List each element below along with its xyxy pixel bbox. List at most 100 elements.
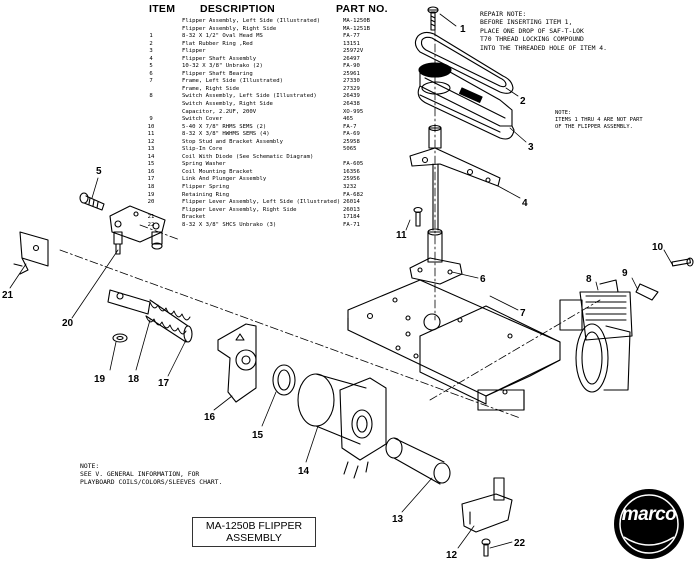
part-item-number: 12 — [147, 138, 155, 145]
screw-item-1 — [427, 6, 439, 31]
part-description: Flipper Spring — [182, 184, 230, 191]
part-description: Spring Washer — [182, 161, 226, 168]
flipper-lever-item-20 — [109, 205, 166, 255]
part-description: Flipper Assembly, Right Side — [182, 25, 277, 32]
parts-row: 10 5-40 X 7/8" RHMS SEMS (2) FA-7 — [140, 124, 390, 132]
part-description: Flipper Assembly, Left Side (Illustrated… — [182, 18, 321, 24]
part-number: 465 — [343, 116, 354, 123]
part-number: 16356 — [343, 168, 360, 175]
header-description: DESCRIPTION — [200, 3, 276, 15]
part-item-number: 7 — [149, 78, 153, 85]
parts-row: 14 Coil With Diode (See Schematic Diagram… — [140, 154, 390, 162]
callout-16: 16 — [204, 412, 216, 423]
part-item-number: 14 — [147, 153, 155, 160]
part-item-number: 20 — [147, 199, 155, 206]
spring-item-18 — [145, 301, 191, 335]
part-description: Coil Mounting Bracket — [182, 168, 253, 175]
screw-item-11 — [413, 206, 423, 227]
flipper-shaft-item-4 — [409, 124, 501, 231]
parts-row: Flipper Assembly, Right Side MA-1251B — [140, 26, 390, 34]
part-description: 5-40 X 7/8" RHMS SEMS (2) — [182, 123, 267, 130]
part-description: Flipper Lever Assembly, Right Side — [182, 206, 297, 213]
part-number: MA-1251B — [343, 25, 370, 32]
header-part-no: PART NO. — [336, 3, 388, 15]
part-description: Switch Assembly, Left Side (Illustrated) — [182, 93, 317, 100]
logo-text: marco — [621, 504, 677, 525]
title-box: MA-1250B FLIPPER ASSEMBLY — [192, 517, 316, 547]
part-item-number: 5 — [149, 63, 153, 70]
callout-22: 22 — [514, 538, 526, 549]
callout-11: 11 — [396, 230, 407, 241]
part-item-number: 22 — [147, 221, 155, 228]
callout-6: 6 — [480, 274, 486, 285]
callout-20: 20 — [62, 318, 74, 329]
part-description: 8-32 X 1/2" Oval Head MS — [182, 33, 263, 40]
part-description: Stop Stud and Bracket Assembly — [182, 138, 284, 145]
marco-logo: marco — [612, 487, 686, 561]
screw-item-22 — [481, 538, 491, 557]
part-number: 26013 — [343, 206, 360, 213]
callout-12: 12 — [446, 550, 458, 561]
part-item-number: 15 — [147, 161, 155, 168]
part-description: 10-32 X 3/8" Unbrako (2) — [182, 63, 263, 70]
callout-2: 2 — [520, 96, 526, 107]
callout-3: 3 — [528, 142, 534, 153]
part-description: Frame, Left Side (Illustrated) — [182, 78, 284, 85]
part-item-number: 10 — [147, 123, 155, 130]
part-description: Flipper — [182, 48, 206, 55]
part-item-number: 9 — [149, 116, 153, 123]
part-number: FA-605 — [343, 161, 364, 168]
part-description: Frame, Right Side — [182, 85, 240, 92]
part-description: Retaining Ring — [182, 191, 230, 198]
part-item-number: 17 — [147, 176, 155, 183]
title-line-2: ASSEMBLY — [226, 532, 282, 544]
part-number: XO-995 — [343, 108, 364, 115]
part-description: Switch Assembly, Right Side — [182, 101, 273, 108]
part-number: FA-77 — [343, 33, 360, 40]
part-number: FA-71 — [343, 221, 360, 228]
part-number: 25961 — [343, 70, 360, 77]
part-description: Slip-In Core — [182, 146, 223, 153]
callout-19: 19 — [94, 374, 106, 385]
part-item-number: 8 — [149, 93, 153, 100]
part-number: FA-69 — [343, 131, 360, 138]
part-number: 17184 — [343, 214, 360, 221]
part-item-number: 21 — [147, 214, 155, 221]
part-description: Link And Plunger Assembly — [182, 176, 267, 183]
part-number: FA-7 — [343, 123, 357, 130]
part-number: 26439 — [343, 93, 360, 100]
part-item-number: 3 — [149, 48, 153, 55]
part-number: MA-1250B — [343, 18, 370, 24]
callout-7: 7 — [520, 308, 526, 319]
screw-item-5 — [79, 192, 105, 211]
part-item-number: 4 — [149, 55, 153, 62]
frame-item-7 — [347, 279, 561, 411]
callout-9: 9 — [622, 268, 628, 279]
part-number: 5065 — [343, 146, 357, 153]
part-item-number: 6 — [149, 70, 153, 77]
part-item-number: 19 — [147, 191, 155, 198]
logo-circle-icon — [614, 489, 684, 559]
parts-row: Flipper Assembly, Left Side (Illustrated… — [140, 18, 390, 26]
callout-18: 18 — [128, 374, 140, 385]
part-item-number: 11 — [147, 131, 155, 138]
part-description: Coil With Diode (See Schematic Diagram) — [182, 153, 314, 160]
callout-14: 14 — [298, 466, 310, 477]
parts-row: 15 Spring Washer FA-605 — [140, 161, 390, 169]
spring-washer-item-15 — [272, 364, 296, 396]
